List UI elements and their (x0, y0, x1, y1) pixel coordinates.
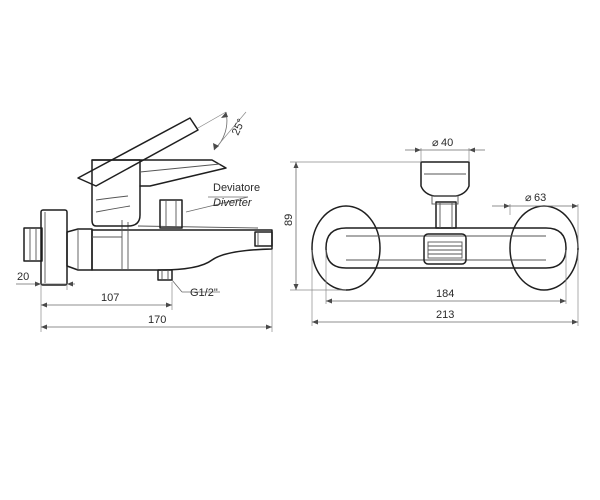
diverter-label-en: Diverter (213, 197, 253, 209)
left-escutcheon (311, 205, 381, 291)
dia-63-label: 63 (534, 192, 546, 204)
angle-label: 25° (230, 117, 248, 137)
dim-89-label: 89 (283, 214, 295, 226)
front-body (325, 227, 567, 269)
diverter-knob (159, 199, 183, 229)
dia-40-label: 40 (441, 137, 453, 149)
dim-20-label: 20 (17, 271, 29, 283)
cartridge-housing (91, 159, 141, 227)
diverter-label-it: Deviatore (213, 182, 260, 194)
dim-213-label: 213 (436, 309, 454, 321)
diverter-leader (185, 196, 249, 213)
hex-nut (66, 228, 93, 271)
dia-63-symbol: ⌀ (525, 192, 532, 204)
front-spout (423, 233, 467, 265)
pipe-fitting (23, 227, 43, 262)
front-lever (420, 161, 470, 197)
shower-outlet (157, 269, 173, 281)
mixer-body (91, 229, 273, 271)
dim-184-label: 184 (436, 288, 454, 300)
dia-40-symbol: ⌀ (432, 137, 439, 149)
dim-107-label: 107 (101, 292, 119, 304)
thread-label: G1/2" (190, 287, 218, 299)
front-diverter (435, 201, 457, 229)
dim-170-label: 170 (148, 314, 166, 326)
front-view: ⌀ 40 ⌀ 63 89 184 213 (283, 137, 579, 326)
spout-outlet (254, 231, 273, 247)
thread-leader (171, 279, 183, 293)
right-escutcheon (509, 205, 579, 291)
side-view: 25° Deviatore Diverter G1/2" 20 107 170 (16, 111, 273, 332)
lever-handle (77, 117, 199, 187)
